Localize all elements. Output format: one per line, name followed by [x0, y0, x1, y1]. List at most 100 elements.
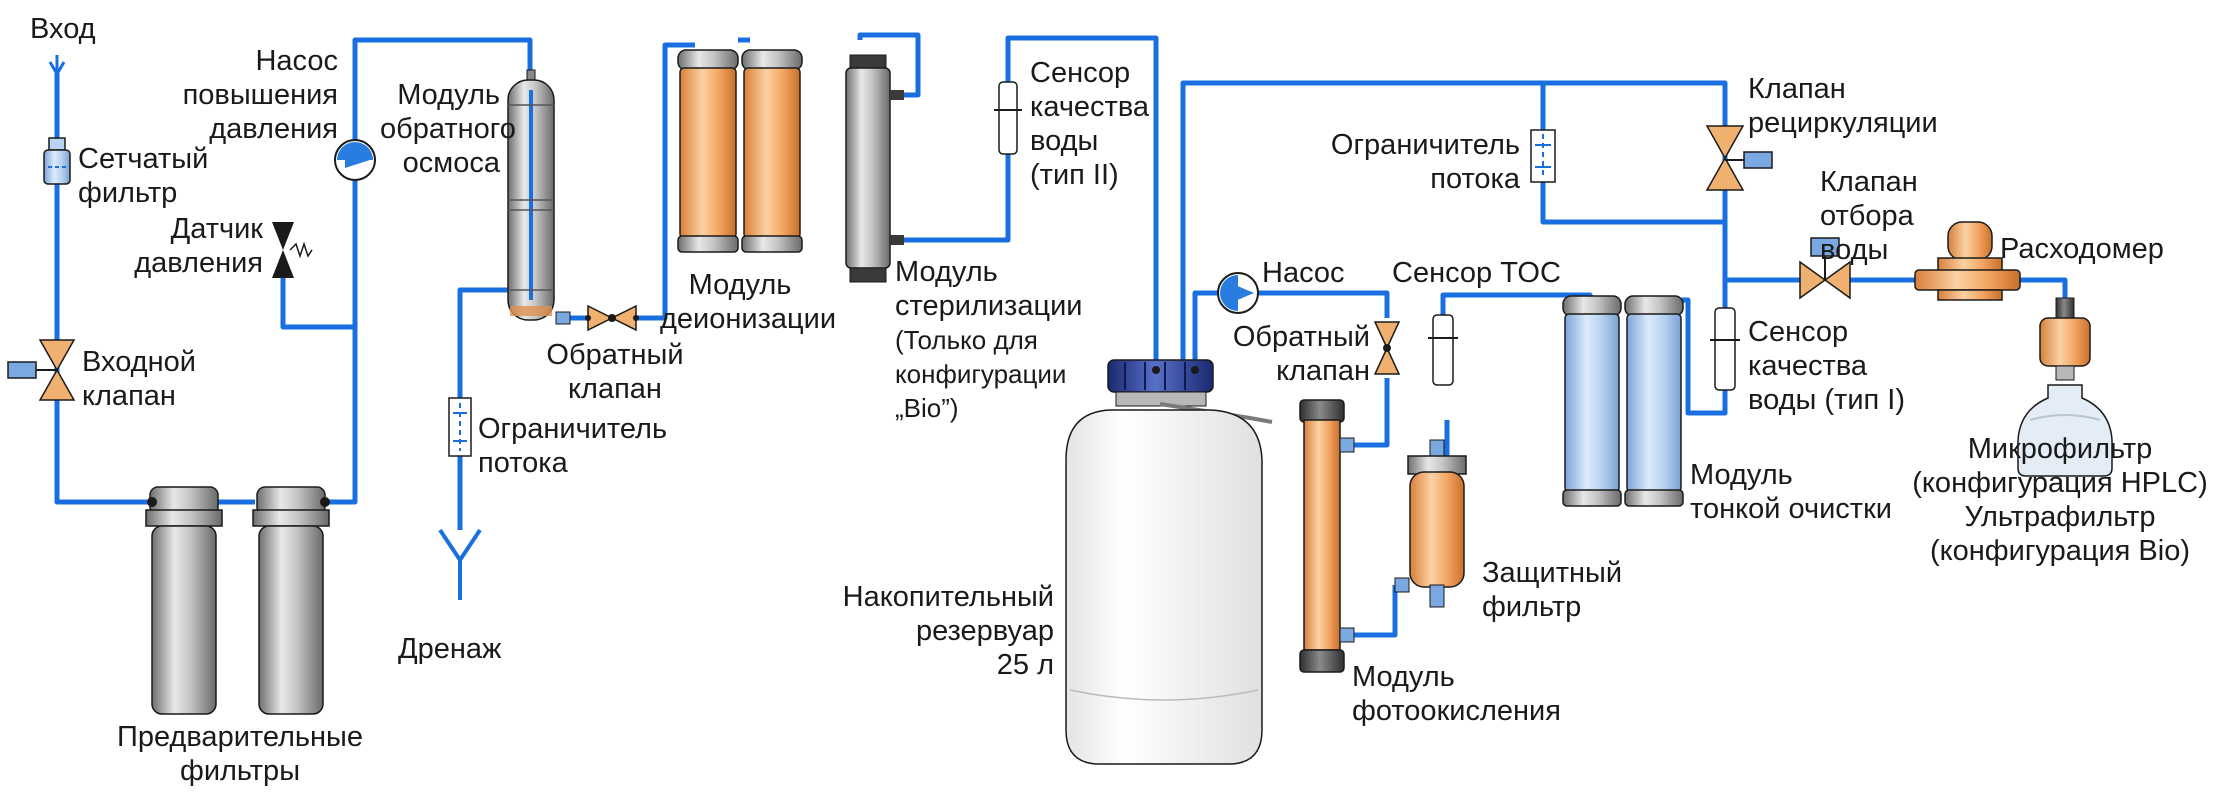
label-line: Датчик [170, 213, 263, 245]
label-line: Ограничитель [1330, 129, 1520, 161]
prefilter-1 [145, 486, 223, 715]
label-line: (тип II) [1030, 159, 1119, 191]
label-line: фотоокисления [1352, 695, 1561, 727]
label-guard-filter: Защитный фильтр [1482, 556, 1622, 624]
polishing-cartridge-2 [1624, 295, 1684, 507]
label-sterilization-module: Модуль стерилизации (Только для конфигур… [895, 255, 1082, 425]
label-line: отбора [1820, 200, 1914, 232]
label-line: фильтры [179, 755, 301, 787]
pipe-sterilization-out [890, 35, 1159, 370]
label-line: стерилизации [895, 290, 1083, 322]
flowmeter [1914, 221, 2021, 301]
label-line: обратного [380, 113, 516, 145]
label-line: Клапан [1820, 166, 1918, 198]
di-cartridge-1 [677, 49, 739, 253]
label-line: воды (тип I) [1748, 384, 1906, 416]
label-pressure-sensor: Датчик давления [120, 212, 263, 280]
ro-module [507, 69, 571, 325]
check-valve-1 [585, 304, 639, 332]
label-line: осмоса [402, 147, 500, 179]
dispense-valve [1799, 237, 1851, 300]
pipes [54, 32, 2068, 638]
label-check-valve-1: Обратный клапан [540, 338, 690, 406]
label-check-valve-2: Обратный клапан [1220, 320, 1370, 388]
label-line: тонкой очистки [1690, 493, 1892, 525]
label-line: повышения [182, 79, 338, 111]
label-quality-sensor-2: Сенсор качества воды (тип II) [1030, 56, 1149, 192]
label-line: клапан [1276, 355, 1370, 387]
di-cartridge-2 [741, 49, 803, 253]
photooxidation-module [1299, 399, 1355, 673]
label-line: воды [1820, 234, 1889, 266]
label-polishing-module: Модуль тонкой очистки [1690, 458, 1892, 526]
quality-sensor-2 [994, 81, 1022, 155]
label-line: фильтр [78, 177, 178, 209]
flow-restrictor-2 [1530, 129, 1556, 183]
label-line: Ограничитель [478, 413, 668, 445]
label-line: давления [209, 113, 338, 145]
label-quality-sensor-1: Сенсор качества воды (тип I) [1748, 315, 1905, 417]
pipe-prefilter-out [325, 37, 533, 505]
pipe-sterilization-in [857, 32, 921, 98]
quality-sensor-1 [1710, 307, 1740, 391]
label-line: (конфигурация Bio) [1929, 535, 2191, 567]
final-filter [2017, 297, 2113, 477]
recirculation-valve [1705, 125, 1773, 191]
prefilter-2 [252, 486, 330, 715]
label-line: Клапан [1748, 73, 1846, 105]
label-line: „Bio”) [895, 393, 959, 423]
sterilization-module [845, 54, 904, 283]
pipe-inlet [54, 70, 150, 505]
label-line: Ультрафильтр [1964, 501, 2156, 533]
label-line: Сенсор [1748, 316, 1849, 348]
mesh-filter [43, 137, 71, 185]
label-line: (Только для [895, 325, 1038, 355]
pipe-pressure-sensor [280, 272, 355, 330]
pipe-restrictor-bottom [1540, 180, 1725, 225]
inlet-arrow [48, 55, 66, 77]
label-line: качества [1030, 91, 1150, 123]
polishing-cartridge-1 [1562, 295, 1622, 507]
pressure-sensor [272, 222, 313, 278]
pipe-tank-to-pump [1192, 290, 1220, 370]
label-photooxidation-module: Модуль фотоокисления [1352, 660, 1561, 728]
inlet-valve [7, 339, 76, 401]
label-line: Модуль [397, 79, 500, 111]
label-recirculation-valve: Клапан рециркуляции [1748, 72, 1938, 140]
label-line: рециркуляции [1748, 107, 1938, 139]
label-booster-pump: Насос повышения давления [158, 44, 338, 146]
label-line: качества [1748, 350, 1868, 382]
drain-symbol [438, 528, 482, 600]
label-drain: Дренаж [398, 633, 502, 665]
pipe-flowmeter-out [2020, 277, 2068, 300]
label-line: Сетчатый [78, 143, 209, 175]
label-line: Модуль [688, 269, 792, 301]
label-mesh-filter: Сетчатый фильтр [78, 142, 208, 210]
check-valve-2 [1373, 321, 1401, 375]
label-line: Насос [255, 45, 338, 77]
label-line: Сенсор [1030, 57, 1131, 89]
pipe-ro-reject [457, 287, 525, 400]
label-line: потока [1430, 163, 1520, 195]
label-toc-sensor: Сенсор TOC [1392, 257, 1561, 289]
toc-sensor [1428, 314, 1458, 386]
guard-filter [1394, 439, 1467, 608]
label-flowmeter: Расходомер [2000, 233, 2164, 265]
label-line: Накопительный [842, 581, 1054, 613]
label-flow-restrictor-2: Ограничитель потока [1320, 128, 1520, 196]
flow-restrictor-1 [448, 397, 472, 457]
label-final-filter: Микрофильтр (конфигурация HPLC) Ультрафи… [1910, 432, 2210, 568]
label-flow-restrictor-1: Ограничитель потока [478, 412, 667, 480]
label-line: потока [478, 447, 568, 479]
label-line: Предварительные [116, 721, 364, 753]
label-inlet: Вход [30, 13, 96, 45]
label-line: Микрофильтр [1967, 433, 2153, 465]
label-line: Обратный [1232, 321, 1370, 353]
label-line: клапан [82, 380, 176, 412]
label-pump: Насос [1262, 257, 1345, 289]
storage-tank [1065, 359, 1273, 765]
label-line: Модуль [895, 256, 998, 288]
pipe-pho-to-guard [1352, 585, 1398, 638]
label-inlet-valve: Входной клапан [82, 345, 196, 413]
